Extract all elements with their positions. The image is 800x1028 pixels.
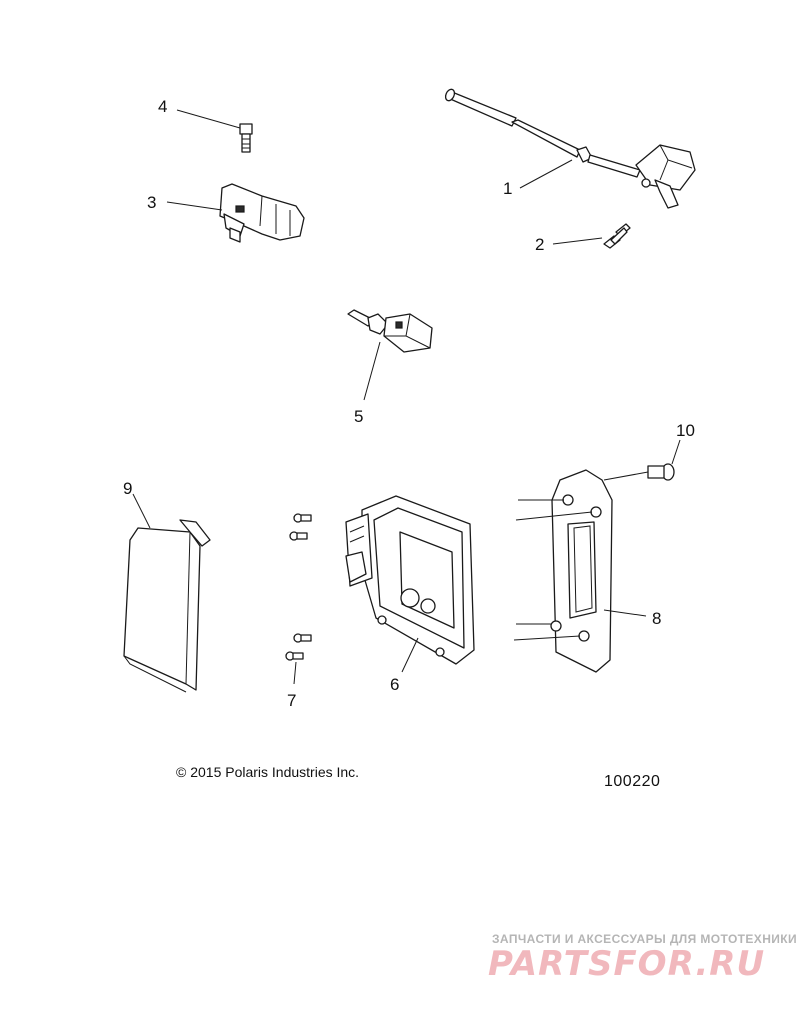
part-6-ecu bbox=[345, 495, 475, 665]
callout-4: 4 bbox=[158, 97, 167, 116]
part-7-screws bbox=[285, 513, 312, 661]
leader-8d bbox=[513, 635, 581, 641]
leader-5 bbox=[363, 341, 381, 401]
leader-10b bbox=[671, 439, 681, 465]
part-3-map-sensor bbox=[219, 183, 305, 243]
callout-3: 3 bbox=[147, 193, 156, 212]
callout-7: 7 bbox=[287, 691, 296, 710]
callout-5: 5 bbox=[354, 407, 363, 426]
leader-9 bbox=[132, 493, 151, 529]
part-10-push-rivet bbox=[647, 463, 675, 481]
callout-6: 6 bbox=[390, 675, 399, 694]
callout-1: 1 bbox=[503, 179, 512, 198]
part-8-bracket bbox=[550, 469, 613, 673]
leader-2 bbox=[552, 237, 603, 245]
part-4-bolt bbox=[239, 123, 253, 153]
part-1-speed-sensor bbox=[444, 88, 696, 209]
watermark-tagline: ЗАПЧАСТИ И АКСЕССУАРЫ ДЛЯ МОТОТЕХНИКИ bbox=[492, 932, 798, 946]
part-2-bolt bbox=[603, 223, 631, 249]
copyright-text: © 2015 Polaris Industries Inc. bbox=[176, 764, 360, 780]
callout-8: 8 bbox=[652, 609, 661, 628]
callout-2: 2 bbox=[535, 235, 544, 254]
leader-4 bbox=[176, 109, 241, 129]
leader-7 bbox=[293, 661, 297, 685]
leader-8b bbox=[515, 511, 593, 521]
leader-3 bbox=[166, 201, 223, 211]
part-9-cover bbox=[123, 519, 211, 693]
leader-8 bbox=[603, 609, 647, 617]
diagram-number: 100220 bbox=[604, 773, 661, 790]
leader-1 bbox=[519, 159, 573, 189]
leader-10 bbox=[603, 471, 649, 481]
part-5-temp-sensor bbox=[347, 309, 433, 353]
watermark-logo: PARTSFOR.RU bbox=[488, 944, 766, 984]
callout-9: 9 bbox=[123, 479, 132, 498]
callout-10: 10 bbox=[676, 421, 695, 440]
leader-6 bbox=[401, 637, 419, 673]
